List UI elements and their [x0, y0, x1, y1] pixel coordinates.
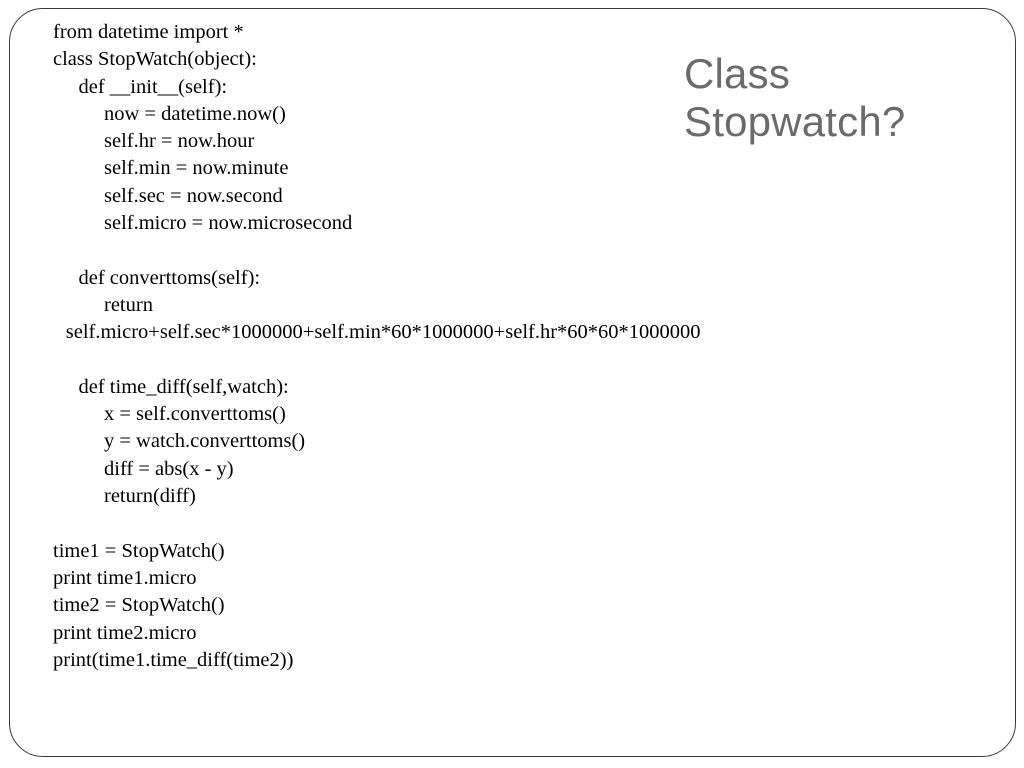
- code-line: print time2.micro: [53, 621, 197, 644]
- code-line: print time1.micro: [53, 566, 197, 589]
- code-line: self.hr = now.hour: [104, 130, 255, 153]
- code-line: time2 = StopWatch(): [53, 594, 225, 617]
- slide-border-frame: [9, 8, 1016, 757]
- code-line: x = self.converttoms(): [104, 403, 286, 426]
- code-line: self.micro+self.sec*1000000+self.min*60*…: [65, 321, 701, 344]
- slide-title: Class Stopwatch?: [684, 50, 984, 146]
- code-line: time1 = StopWatch(): [53, 539, 225, 562]
- code-line: diff = abs(x - y): [104, 457, 234, 480]
- code-line: def converttoms(self):: [78, 266, 261, 289]
- code-line: return(diff): [104, 485, 196, 508]
- code-line: def time_diff(self,watch):: [78, 375, 289, 398]
- code-line: [53, 510, 953, 537]
- slide-title-line-2: Stopwatch?: [684, 98, 906, 145]
- code-line: from datetime import *: [53, 21, 244, 43]
- code-line: self.micro = now.microsecond: [104, 212, 353, 235]
- code-block: from datetime import * class StopWatch(ob…: [53, 19, 953, 674]
- code-line: return: [104, 293, 153, 316]
- code-line: self.sec = now.second: [104, 184, 283, 207]
- code-line: [53, 237, 953, 264]
- code-line: class StopWatch(object):: [53, 48, 257, 71]
- code-line: now = datetime.now(): [104, 102, 286, 125]
- code-line: y = watch.converttoms(): [104, 430, 306, 453]
- code-line: self.min = now.minute: [104, 157, 289, 180]
- code-line: print(time1.time_diff(time2)): [53, 648, 294, 671]
- code-line: def __init__(self):: [78, 75, 228, 98]
- slide-title-line-1: Class: [684, 50, 791, 97]
- code-line: [53, 347, 953, 374]
